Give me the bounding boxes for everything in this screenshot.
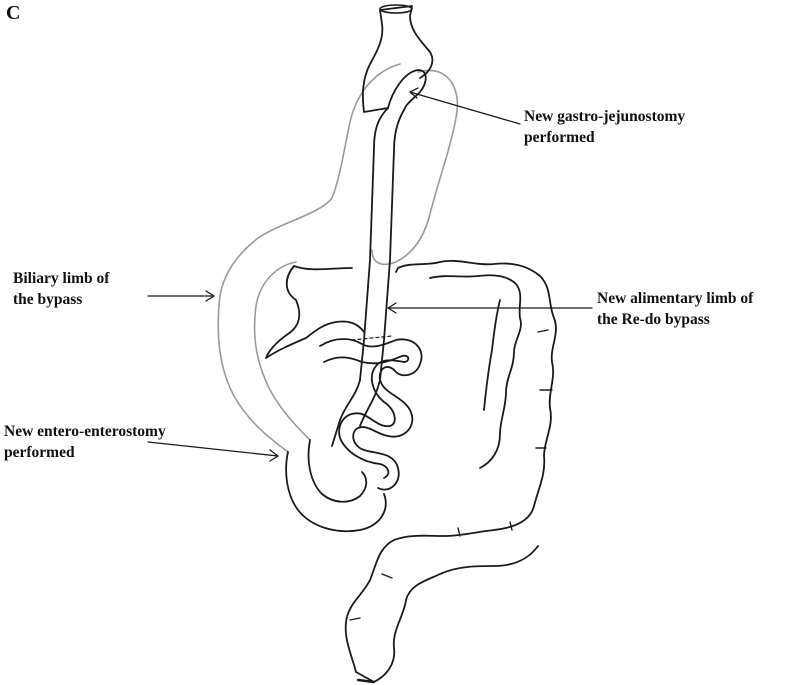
label-entero-enterostomy: New entero-enterostomy performed [4,421,166,463]
arrow-gastro-jejunostomy [409,87,521,125]
label-alimentary-limb: New alimentary limb of the Re-do bypass [597,288,753,330]
colon-haustra [349,329,553,621]
label-biliary-limb: Biliary limb of the bypass [13,268,109,310]
remnant-stomach-outline [217,63,459,453]
label-gastro-jejunostomy-line1: New gastro-jejunostomy [524,108,686,125]
colon-outline [344,260,557,683]
alimentary-limb-left [331,107,389,447]
small-bowel-loops [319,338,423,491]
label-alimentary-limb-line2: the Re-do bypass [597,311,710,328]
alimentary-limb-right [359,109,405,427]
label-biliary-limb-line1: Biliary limb of [13,270,110,287]
label-alimentary-limb-line1: New alimentary limb of [597,290,754,307]
entero-enterostomy-loop [285,439,387,533]
duodenum [265,265,365,359]
esophagus [362,5,434,113]
label-gastro-jejunostomy: New gastro-jejunostomy performed [524,106,685,148]
esophagus-top [379,4,413,14]
label-gastro-jejunostomy-line2: performed [524,129,595,146]
arrow-entero-enterostomy [147,441,279,462]
gastric-pouch [387,69,427,111]
label-entero-enterostomy-line1: New entero-enterostomy [4,423,166,440]
arrow-biliary-limb [147,290,215,302]
label-entero-enterostomy-line2: performed [4,444,75,461]
biliary-limb-inner [253,261,311,441]
label-biliary-limb-line2: the bypass [13,291,83,308]
alimentary-limb-junction [351,335,393,341]
arrow-alimentary-limb [387,302,593,314]
panel-letter: C [6,2,21,24]
colon-end [356,678,376,684]
